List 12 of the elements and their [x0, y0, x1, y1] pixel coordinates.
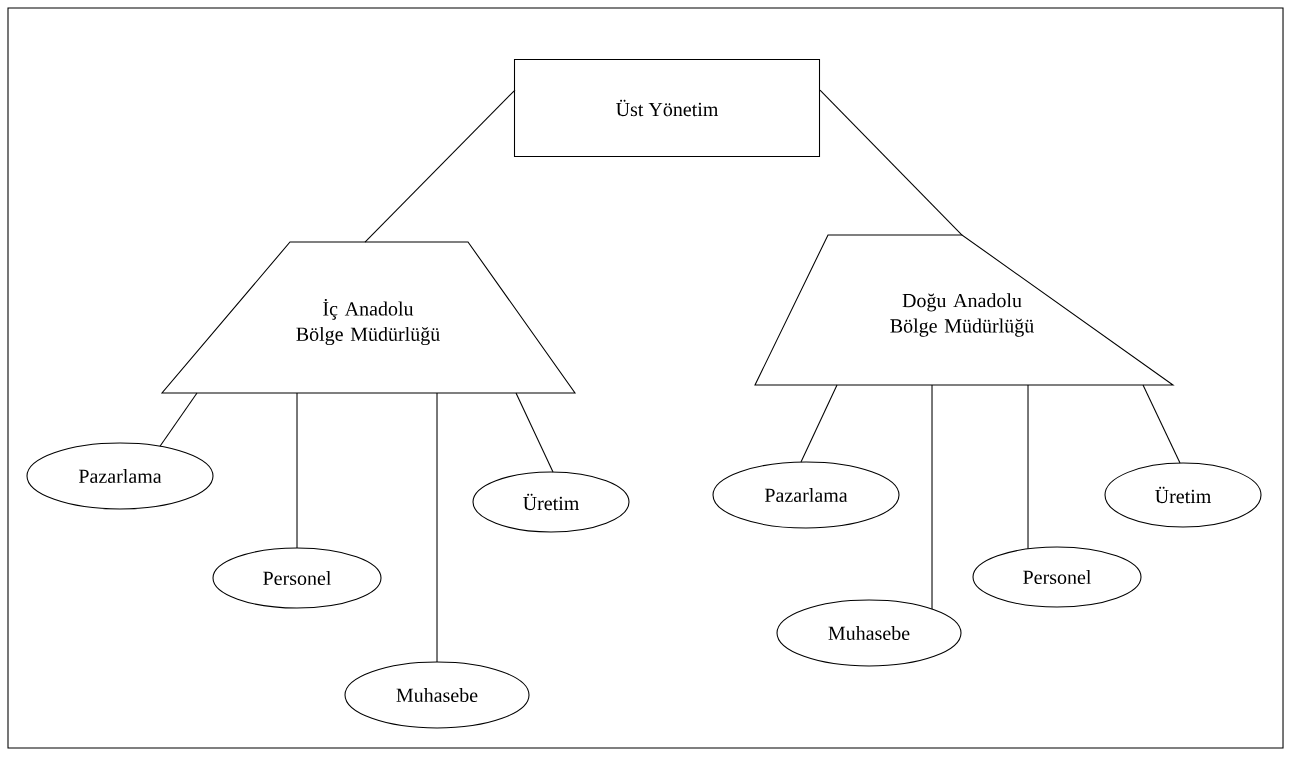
connector-line [931, 384, 933, 610]
connector-line [1142, 384, 1181, 464]
connector-line [1027, 384, 1029, 550]
trapezoid: Doğu Anadolu Bölge Müdürlüğü [754, 234, 1175, 386]
connector-line [819, 89, 963, 236]
connector-line [364, 89, 516, 243]
connector-line [159, 392, 198, 447]
connector-line [800, 384, 838, 463]
connector-line [436, 392, 438, 663]
connector-line [296, 392, 298, 549]
box: Üst Yönetim [513, 58, 821, 158]
connector-line [515, 392, 554, 473]
